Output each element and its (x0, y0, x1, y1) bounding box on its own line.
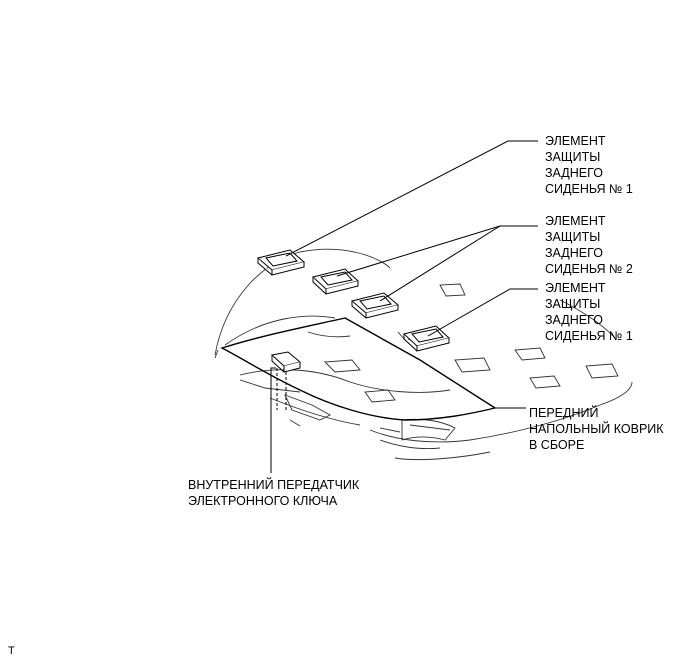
label-line: СИДЕНЬЯ № 1 (545, 182, 633, 196)
rear-seat-protector-bottom-part (402, 325, 451, 352)
rear-seat-protector-1-top-label: ЭЛЕМЕНТ ЗАЩИТЫ ЗАДНЕГО СИДЕНЬЯ № 1 (545, 133, 633, 197)
label-line: ЭЛЕМЕНТ (545, 214, 606, 228)
rear-seat-protector-top-part (256, 249, 306, 276)
label-line: ЗАДНЕГО (545, 313, 603, 327)
rear-seat-protector-1-bottom-label: ЭЛЕМЕНТ ЗАЩИТЫ ЗАДНЕГО СИДЕНЬЯ № 1 (545, 280, 633, 344)
label-line: ЗАДНЕГО (545, 246, 603, 260)
key-transmitter-part (270, 351, 302, 410)
label-line: ЗАЩИТЫ (545, 230, 601, 244)
corner-mark: T (8, 645, 15, 657)
rear-seat-protector-mid2-part (350, 292, 400, 319)
label-line: ПЕРЕДНИЙ (529, 406, 599, 420)
label-line: СИДЕНЬЯ № 2 (545, 262, 633, 276)
label-line: ЭЛЕМЕНТ (545, 281, 606, 295)
label-line: ЗАДНЕГО (545, 166, 603, 180)
front-floor-mat-label: ПЕРЕДНИЙ НАПОЛЬНЫЙ КОВРИК В СБОРЕ (529, 405, 664, 453)
label-line: СИДЕНЬЯ № 1 (545, 329, 633, 343)
key-transmitter-label: ВНУТРЕННИЙ ПЕРЕДАТЧИК ЭЛЕКТРОННОГО КЛЮЧА (188, 477, 359, 509)
front-floor-mat-outline (220, 317, 497, 421)
label-line: ЭЛЕКТРОННОГО КЛЮЧА (188, 494, 338, 508)
rear-seat-protector-mid1-part (311, 268, 360, 295)
label-line: ЗАЩИТЫ (545, 297, 601, 311)
rear-seat-protector-2-label: ЭЛЕМЕНТ ЗАЩИТЫ ЗАДНЕГО СИДЕНЬЯ № 2 (545, 213, 633, 277)
label-line: ВНУТРЕННИЙ ПЕРЕДАТЧИК (188, 478, 360, 492)
label-line: В СБОРЕ (529, 438, 585, 452)
label-line: ЗАЩИТЫ (545, 150, 601, 164)
label-line: НАПОЛЬНЫЙ КОВРИК (529, 422, 664, 436)
leader-lines (270, 140, 538, 473)
label-line: ЭЛЕМЕНТ (545, 134, 606, 148)
